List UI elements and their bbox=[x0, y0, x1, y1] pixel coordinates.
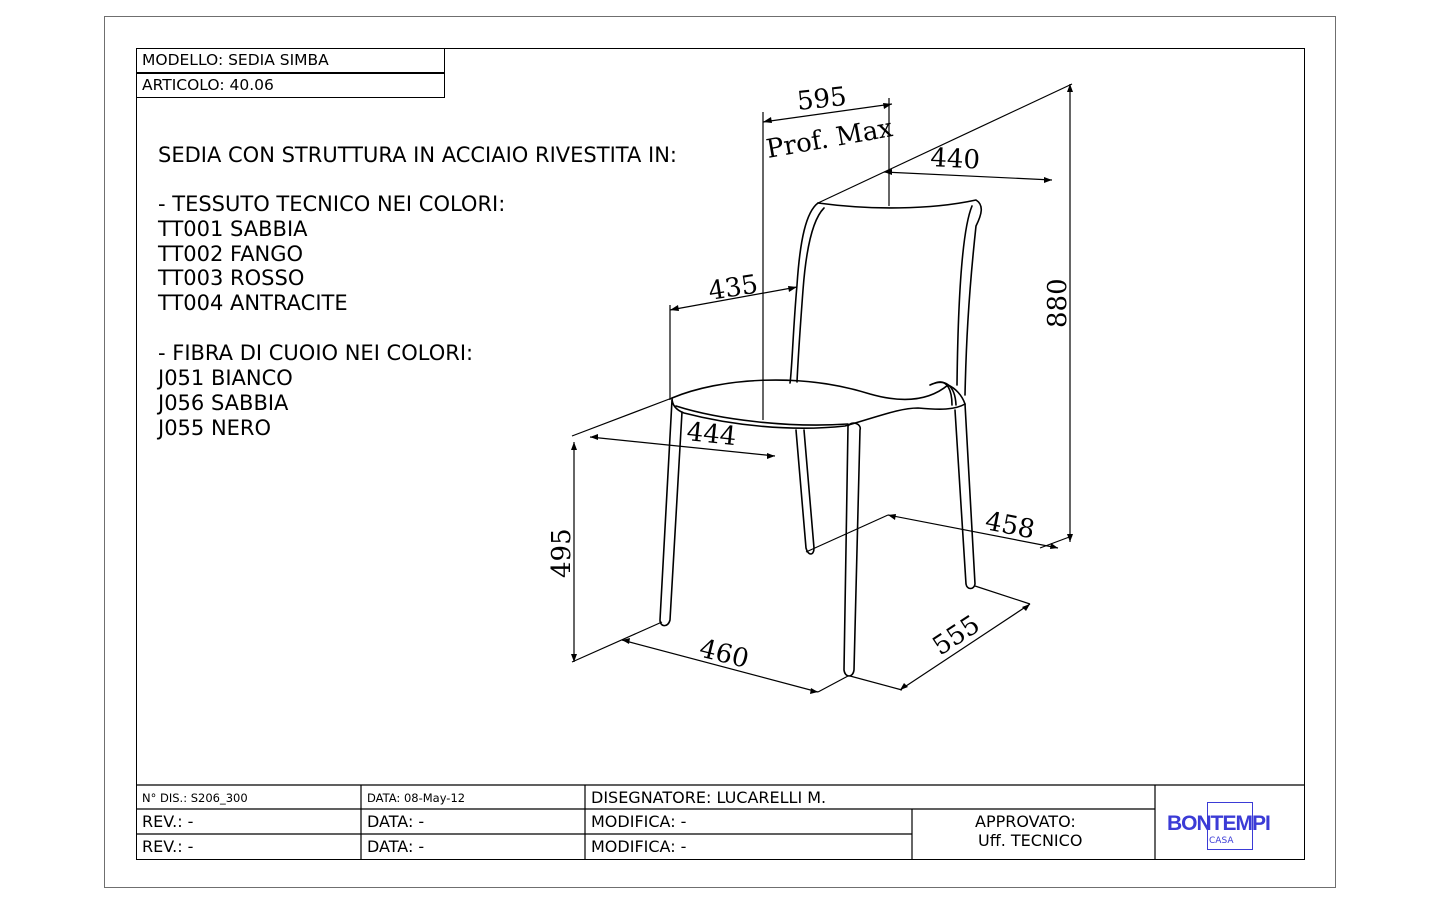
logo-wordmark: BONTEMPI bbox=[1167, 812, 1271, 835]
approval-label: APPROVATO: bbox=[975, 812, 1076, 831]
seat-edge bbox=[675, 405, 849, 426]
fabric-color-2: TT002 FANGO bbox=[158, 242, 304, 266]
model-label: MODELLO: SEDIA SIMBA bbox=[136, 48, 445, 73]
seat-front bbox=[671, 397, 966, 429]
fabric-title: - TESSUTO TECNICO NEI COLORI: bbox=[158, 192, 506, 216]
leather-color-1: J051 BIANCO bbox=[158, 366, 293, 390]
leg-back-left bbox=[795, 429, 815, 555]
dim-side-depth: 555 bbox=[927, 610, 985, 662]
logo-subtitle: CASA bbox=[1209, 836, 1234, 846]
designer: DISEGNATORE: LUCARELLI M. bbox=[591, 788, 827, 807]
description-intro: SEDIA CON STRUTTURA IN ACCIAIO RIVESTITA… bbox=[158, 143, 677, 167]
drawing-frame bbox=[136, 48, 1305, 860]
approval-office: Uff. TECNICO bbox=[978, 831, 1083, 850]
dim-seat-height: 495 bbox=[547, 528, 577, 578]
backrest-top bbox=[817, 199, 983, 396]
article-label: ARTICOLO: 40.06 bbox=[136, 73, 445, 98]
dim-depth-max-label: Prof. Max bbox=[764, 113, 895, 165]
drawing-number: N° DIS.: S206_300 bbox=[142, 791, 248, 805]
leather-color-2: J056 SABBIA bbox=[158, 391, 289, 415]
leg-back-right bbox=[954, 403, 976, 590]
backrest-inner bbox=[796, 207, 825, 383]
dim-seat-depth: 435 bbox=[706, 270, 760, 307]
backrest-outline bbox=[789, 202, 819, 384]
fabric-color-3: TT003 ROSSO bbox=[158, 266, 305, 290]
dim-total-height: 880 bbox=[1043, 278, 1073, 328]
logo-frame bbox=[1207, 802, 1253, 850]
revision-1: REV.: - bbox=[142, 812, 194, 831]
seat-top bbox=[671, 379, 966, 405]
dim-back-width: 440 bbox=[930, 143, 981, 176]
leg-front-right bbox=[843, 422, 862, 677]
drawing-date: DATA: 08-May-12 bbox=[367, 791, 466, 805]
revision-1-change: MODIFICA: - bbox=[591, 812, 687, 831]
leather-title: - FIBRA DI CUOIO NEI COLORI: bbox=[158, 341, 474, 365]
dim-depth-max: 595 bbox=[796, 82, 849, 117]
fabric-color-1: TT001 SABBIA bbox=[158, 217, 308, 241]
dim-seat-width: 444 bbox=[685, 417, 738, 452]
fabric-color-4: TT004 ANTRACITE bbox=[158, 291, 348, 315]
drawing-sheet bbox=[104, 16, 1336, 888]
revision-1-date: DATA: - bbox=[367, 812, 425, 831]
dim-rear-leg-span: 458 bbox=[983, 506, 1037, 545]
revision-2-date: DATA: - bbox=[367, 837, 425, 856]
leather-color-3: J055 NERO bbox=[158, 416, 272, 440]
leg-front-left bbox=[659, 399, 683, 627]
backrest-side bbox=[956, 205, 973, 386]
dim-front-width: 460 bbox=[696, 634, 751, 675]
revision-2-change: MODIFICA: - bbox=[591, 837, 687, 856]
revision-2: REV.: - bbox=[142, 837, 194, 856]
bontempi-logo: BONTEMPI CASA bbox=[1167, 800, 1301, 852]
